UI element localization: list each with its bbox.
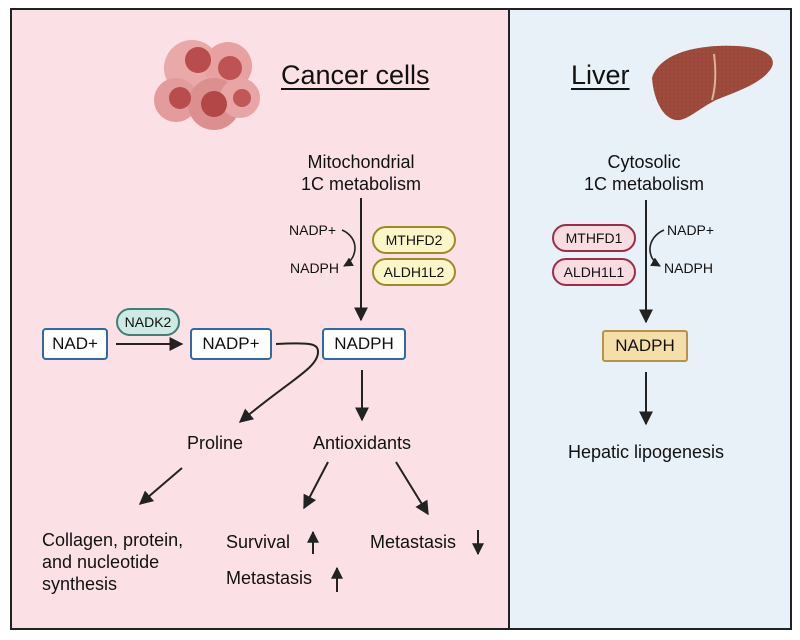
mthfd2-enzyme: MTHFD2	[372, 226, 456, 254]
nad-box: NAD+	[42, 328, 108, 360]
collagen-line1: Collagen, protein,	[42, 530, 184, 550]
metastasis-down-label: Metastasis	[370, 532, 457, 552]
aldh1l2-enzyme: ALDH1L2	[372, 258, 456, 286]
liver-icon	[652, 45, 773, 121]
arrow-nadp-to-nadph-liver	[649, 229, 665, 267]
collagen-line3: synthesis	[42, 574, 118, 594]
cancer-cells-icon	[154, 40, 260, 130]
nadk2-enzyme: NADK2	[116, 308, 180, 336]
nadph-box-cancer: NADPH	[322, 328, 406, 360]
liver-nadph-out: NADPH	[664, 260, 714, 276]
arrow-antioxidants-to-survival	[303, 461, 329, 510]
metastasis-up-label: Metastasis	[226, 568, 313, 588]
proline-label: Proline	[186, 433, 244, 453]
cancer-nadph-out: NADPH	[290, 260, 340, 276]
mito-label-line1: Mitochondrial	[307, 152, 415, 172]
hepatic-lipogenesis-label: Hepatic lipogenesis	[567, 442, 725, 462]
cancer-nadp-in: NADP+	[289, 222, 337, 238]
liver-nadp-in: NADP+	[667, 222, 715, 238]
antioxidants-label: Antioxidants	[312, 433, 412, 453]
arrow-proline-to-collagen	[138, 467, 183, 505]
survival-label: Survival	[226, 532, 291, 552]
cyto-label-line1: Cytosolic	[607, 152, 681, 172]
nadp-box: NADP+	[190, 328, 272, 360]
arrow-antioxidants-to-metastasis	[395, 461, 429, 516]
cyto-label-line2: 1C metabolism	[583, 174, 705, 194]
cancer-cells-panel	[10, 8, 510, 630]
mthfd1-enzyme: MTHFD1	[552, 224, 636, 252]
collagen-line2: and nucleotide	[42, 552, 160, 572]
arrow-nadp-to-nadph-cancer	[341, 229, 356, 267]
cancer-title: Cancer cells	[281, 60, 430, 90]
arrow-nadp-to-proline	[238, 342, 320, 423]
nadph-box-liver: NADPH	[602, 330, 688, 362]
mito-label-line2: 1C metabolism	[300, 174, 422, 194]
aldh1l1-enzyme: ALDH1L1	[552, 258, 636, 286]
liver-title: Liver	[571, 60, 630, 90]
